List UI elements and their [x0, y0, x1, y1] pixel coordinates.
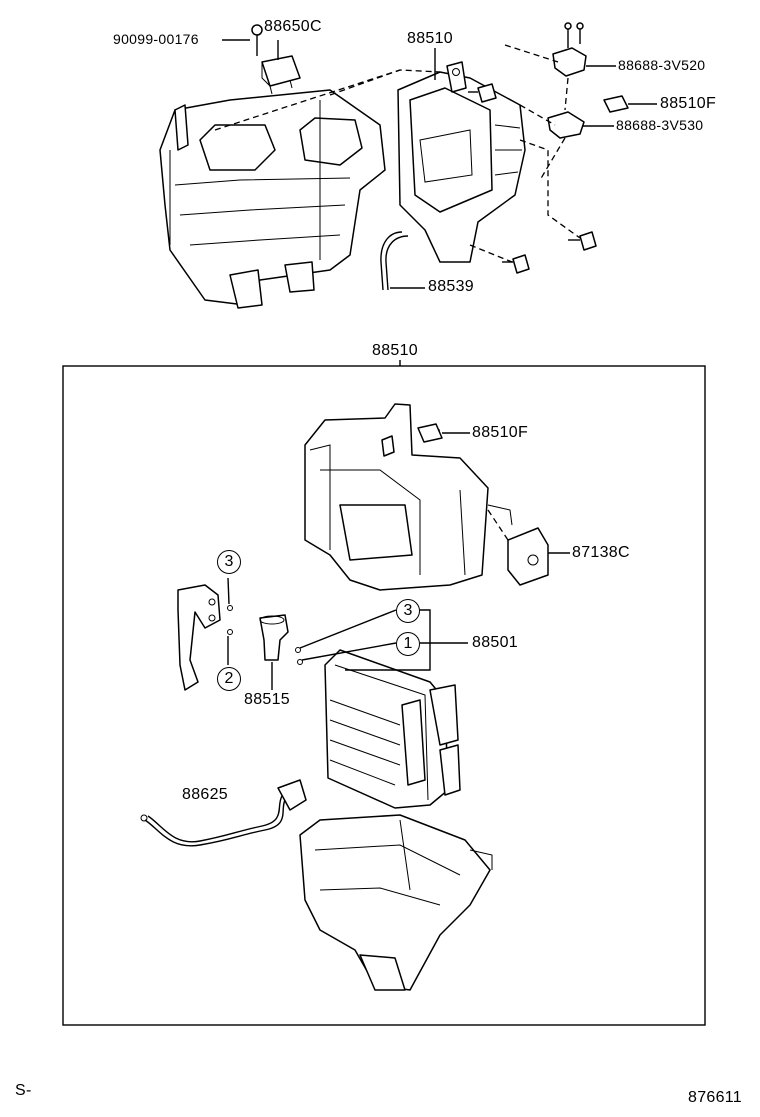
heater-housing-drawing [159, 89, 386, 309]
label-88510F-top: 88510F [660, 95, 717, 112]
footer-right-code: 876611 [688, 1089, 743, 1106]
callout-1-right: 1 [396, 632, 420, 656]
bracket-530-drawing [547, 111, 585, 139]
label-88688-3V530: 88688-3V530 [616, 117, 704, 133]
footer-left-code: S- [15, 1082, 32, 1099]
pipe-drawing [177, 577, 233, 691]
relay-88650C-drawing [251, 24, 301, 95]
sensor-top-drawing [603, 95, 629, 113]
resistor-87138C-drawing [487, 509, 549, 586]
subassembly-frame [62, 365, 706, 1026]
label-88688-3V520: 88688-3V520 [618, 57, 706, 73]
label-88650C: 88650C [264, 18, 322, 35]
hose-88539-drawing [385, 235, 409, 291]
wire-harness-drawing [140, 779, 307, 847]
label-88539: 88539 [428, 278, 474, 295]
label-88510-box: 88510 [372, 342, 418, 359]
label-88510F-box: 88510F [472, 424, 529, 441]
sensor-box-drawing [417, 423, 443, 443]
screws-drawing [468, 22, 597, 274]
bracket-520-drawing [552, 47, 587, 77]
callout-3-left: 3 [217, 550, 241, 574]
callout-2-left: 2 [217, 667, 241, 691]
expansion-valve-drawing [259, 614, 303, 690]
label-87138C: 87138C [572, 544, 630, 561]
label-88510-top: 88510 [407, 30, 453, 47]
evaporator-case-upper-drawing [304, 403, 513, 591]
label-90099-00176: 90099-00176 [113, 31, 199, 47]
evaporator-unit-top-drawing [397, 61, 526, 263]
label-88501: 88501 [472, 634, 518, 651]
evaporator-case-lower-drawing [299, 814, 493, 991]
evaporator-core-drawing [324, 649, 461, 809]
label-88515: 88515 [244, 691, 290, 708]
label-88625: 88625 [182, 786, 228, 803]
callout-3-right: 3 [396, 599, 420, 623]
